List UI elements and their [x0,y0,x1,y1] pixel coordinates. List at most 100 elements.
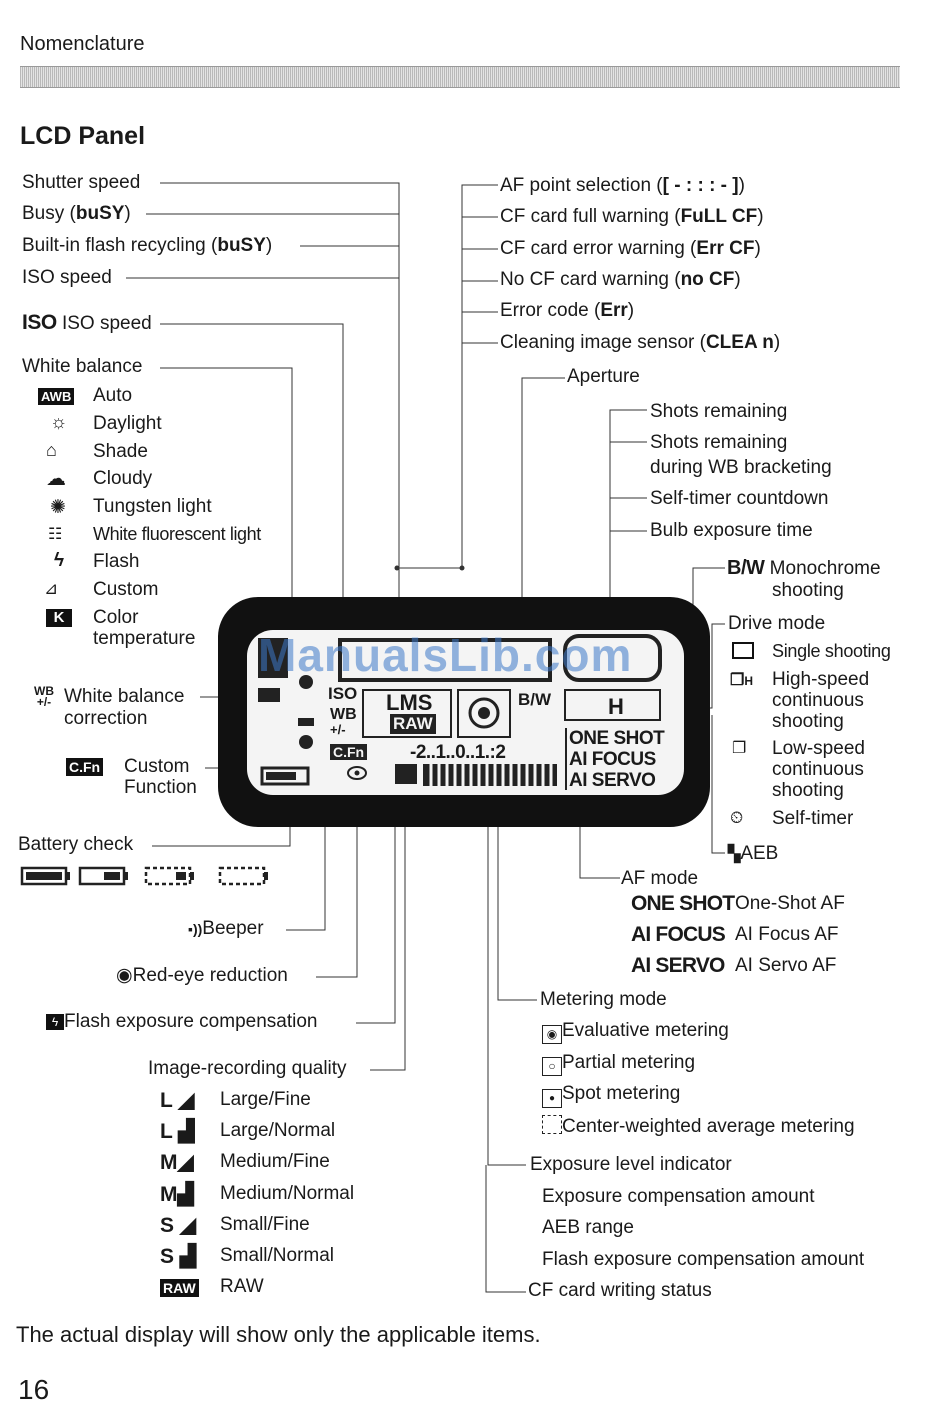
fine-icon: ◢ [178,1089,195,1112]
wb-item-auto: Auto [93,385,133,406]
self-timer-icon: ⏲ [730,808,744,827]
label-shutter-speed: Shutter speed [22,172,141,193]
label-af-point: AF point selection ([ - : : : - ]) [500,175,745,196]
metering-spot: ●Spot metering [542,1083,680,1108]
lcd-bw: B/W [518,690,552,709]
label-busy: Busy (buSY) [22,203,131,224]
evaluative-icon: ◉ [542,1025,562,1044]
wb-correction-icon: WB+/- [34,684,54,709]
af-sym-one-shot: ONE SHOT [631,892,735,915]
label-iso-speed: ISO speed [22,267,112,288]
lcd-wb: WB [330,706,357,723]
aeb-icon: ▚ [728,846,741,863]
flash-icon: ϟ [54,550,65,571]
high-speed-icon: ❐H [730,672,754,689]
label-error-code: Error code (Err) [500,300,635,321]
center-weighted-icon [542,1115,562,1134]
label-battery-check: Battery check [18,834,134,855]
quality-sym-small-fine: S ◢ [160,1214,197,1237]
metering-evaluative: ◉Evaluative metering [542,1020,729,1044]
partial-icon: ○ [542,1057,562,1076]
quality-sym-large-fine: L ◢ [160,1089,195,1112]
tungsten-icon: ✺ [50,497,66,518]
label-af-mode: AF mode [621,868,699,889]
exposure-aeb-range: AEB range [542,1217,634,1238]
label-shots-remaining: Shots remaining [650,401,788,422]
quality-label-raw: RAW [220,1276,264,1297]
label-cf-full: CF card full warning (FuLL CF) [500,206,764,227]
label-aperture: Aperture [567,366,640,387]
lcd-exposure-scale: -2..1..0..1.:2 [410,742,506,763]
wb-item-cloudy: Cloudy [93,468,153,489]
raw-icon: RAW [160,1279,199,1297]
fine-icon: ◢ [179,1214,197,1237]
label-high-speed-1: High-speed [772,669,870,690]
fine-icon: ◢ [177,1151,194,1174]
label-shots-wb-2: during WB bracketing [650,457,832,478]
label-low-speed-2: continuous [772,759,864,780]
label-cf-error: CF card error warning (Err CF) [500,238,761,259]
quality-sym-medium-normal: M▟ [160,1183,194,1206]
lcd-cfn: C.Fn [330,744,368,760]
lcd-wb-pm: +/- [330,722,346,737]
lcd-lms: LMS [386,690,433,715]
metering-partial: ○Partial metering [542,1052,695,1076]
wb-item-fluorescent: White fluorescent light [93,524,261,544]
normal-icon: ▟ [178,1120,195,1143]
quality-sym-medium-fine: M◢ [160,1151,194,1174]
label-bulb: Bulb exposure time [650,520,813,541]
quality-label-large-fine: Large/Fine [220,1089,311,1110]
wb-item-shade: Shade [93,441,148,462]
label-monochrome-2: shooting [772,580,844,601]
af-label-ai-focus: AI Focus AF [735,924,839,945]
label-wb-correction-2: correction [64,708,148,729]
label-flash-recycling: Built-in flash recycling (buSY) [22,235,273,256]
label-red-eye: ◉Red-eye reduction [116,965,288,986]
footer-note: The actual display will show only the ap… [16,1322,541,1347]
wb-item-flash: Flash [93,551,140,572]
label-single-shooting: Single shooting [772,641,891,661]
label-metering-mode: Metering mode [540,989,667,1010]
quality-label-large-normal: Large/Normal [220,1120,336,1141]
quality-label-medium-normal: Medium/Normal [220,1183,355,1204]
label-cleaning: Cleaning image sensor (CLEA n) [500,332,781,353]
label-custom-function-1: Custom [124,756,190,777]
lcd-iso: ISO [328,684,358,703]
label-monochrome: B/W Monochrome [727,557,881,579]
awb-icon: AWB [38,388,75,405]
wb-item-custom: Custom [93,579,159,600]
exposure-flash-comp: Flash exposure compensation amount [542,1249,865,1270]
low-speed-icon: ❐ [732,740,747,757]
label-shots-wb-1: Shots remaining [650,432,788,453]
lcd-raw: RAW [390,714,436,734]
normal-icon: ▟ [177,1183,194,1206]
label-low-speed-3: shooting [772,780,844,801]
label-cf-writing: CF card writing status [528,1280,712,1301]
label-low-speed-1: Low-speed [772,738,865,759]
label-aeb: ▚AEB [728,843,779,864]
watermark: ManualsLib.com [258,629,633,681]
color-temp-icon: K [46,609,72,627]
red-eye-icon: ◉ [116,965,133,986]
shade-icon: ⌂ [46,440,57,460]
label-drive-mode: Drive mode [728,613,826,634]
lcd-ai-servo: AI SERVO [569,770,656,791]
wb-item-tungsten: Tungsten light [93,496,212,517]
wb-item-daylight: Daylight [93,413,162,434]
label-white-balance: White balance [22,356,143,377]
label-self-timer-countdown: Self-timer countdown [650,488,829,509]
label-beeper: ▪))Beeper [188,918,264,939]
quality-sym-small-normal: S ▟ [160,1245,197,1268]
label-high-speed-2: continuous [772,690,864,711]
wb-item-color-line1: Color [93,607,139,628]
af-label-one-shot: One-Shot AF [735,893,845,914]
page-number: 16 [18,1374,50,1405]
metering-center-weighted: Center-weighted average metering [542,1115,855,1138]
cloudy-icon: ☁ [46,468,66,490]
single-shot-icon [732,642,754,659]
custom-wb-icon: ⊿ [44,579,59,598]
spot-icon: ● [542,1089,562,1108]
normal-icon: ▟ [179,1245,197,1268]
af-label-ai-servo: AI Servo AF [735,955,837,976]
